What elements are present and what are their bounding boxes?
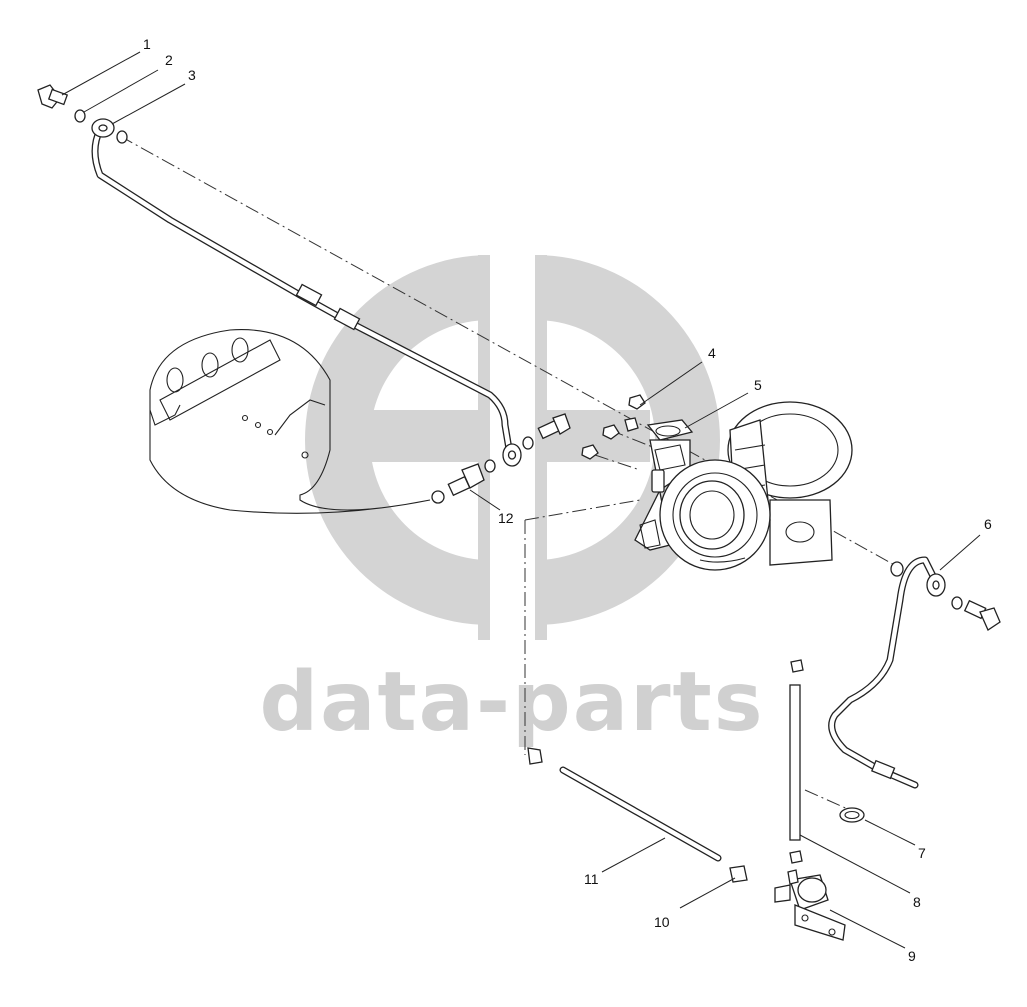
adapter-fitting [431,463,485,504]
callout-6: 6 [984,516,992,532]
callout-9: 9 [908,948,916,964]
solenoid-valve [774,869,846,941]
callout-2: 2 [165,52,173,68]
banjo-bolt-lower [522,413,571,450]
callout-8: 8 [913,894,921,910]
oil-feed-pipe [91,118,522,467]
callout-4: 4 [708,345,716,361]
leader-lines [61,51,981,949]
callout-3: 3 [188,67,196,83]
nuts-4 [581,394,646,460]
callout-5: 5 [754,377,762,393]
hose-clamp-7 [839,807,865,823]
callout-12: 12 [498,510,514,526]
vertical-hose [789,659,804,864]
washer-lower [484,459,496,473]
watermark-text: data-parts [259,655,764,750]
banjo-bolt-drain [951,596,1001,631]
callout-1: 1 [143,36,151,52]
gasket-5 [646,419,694,441]
diagonal-hose [527,747,722,862]
washer-2 [74,109,86,123]
washer-3 [116,130,128,144]
oil-drain-pipe [828,556,946,789]
turbocharger [634,401,853,571]
callout-11: 11 [584,871,599,887]
detail-inset [149,329,431,514]
callout-7: 7 [918,845,926,861]
banjo-bolt-top [37,84,69,109]
callout-10: 10 [654,914,670,930]
washer-drain [890,561,904,577]
